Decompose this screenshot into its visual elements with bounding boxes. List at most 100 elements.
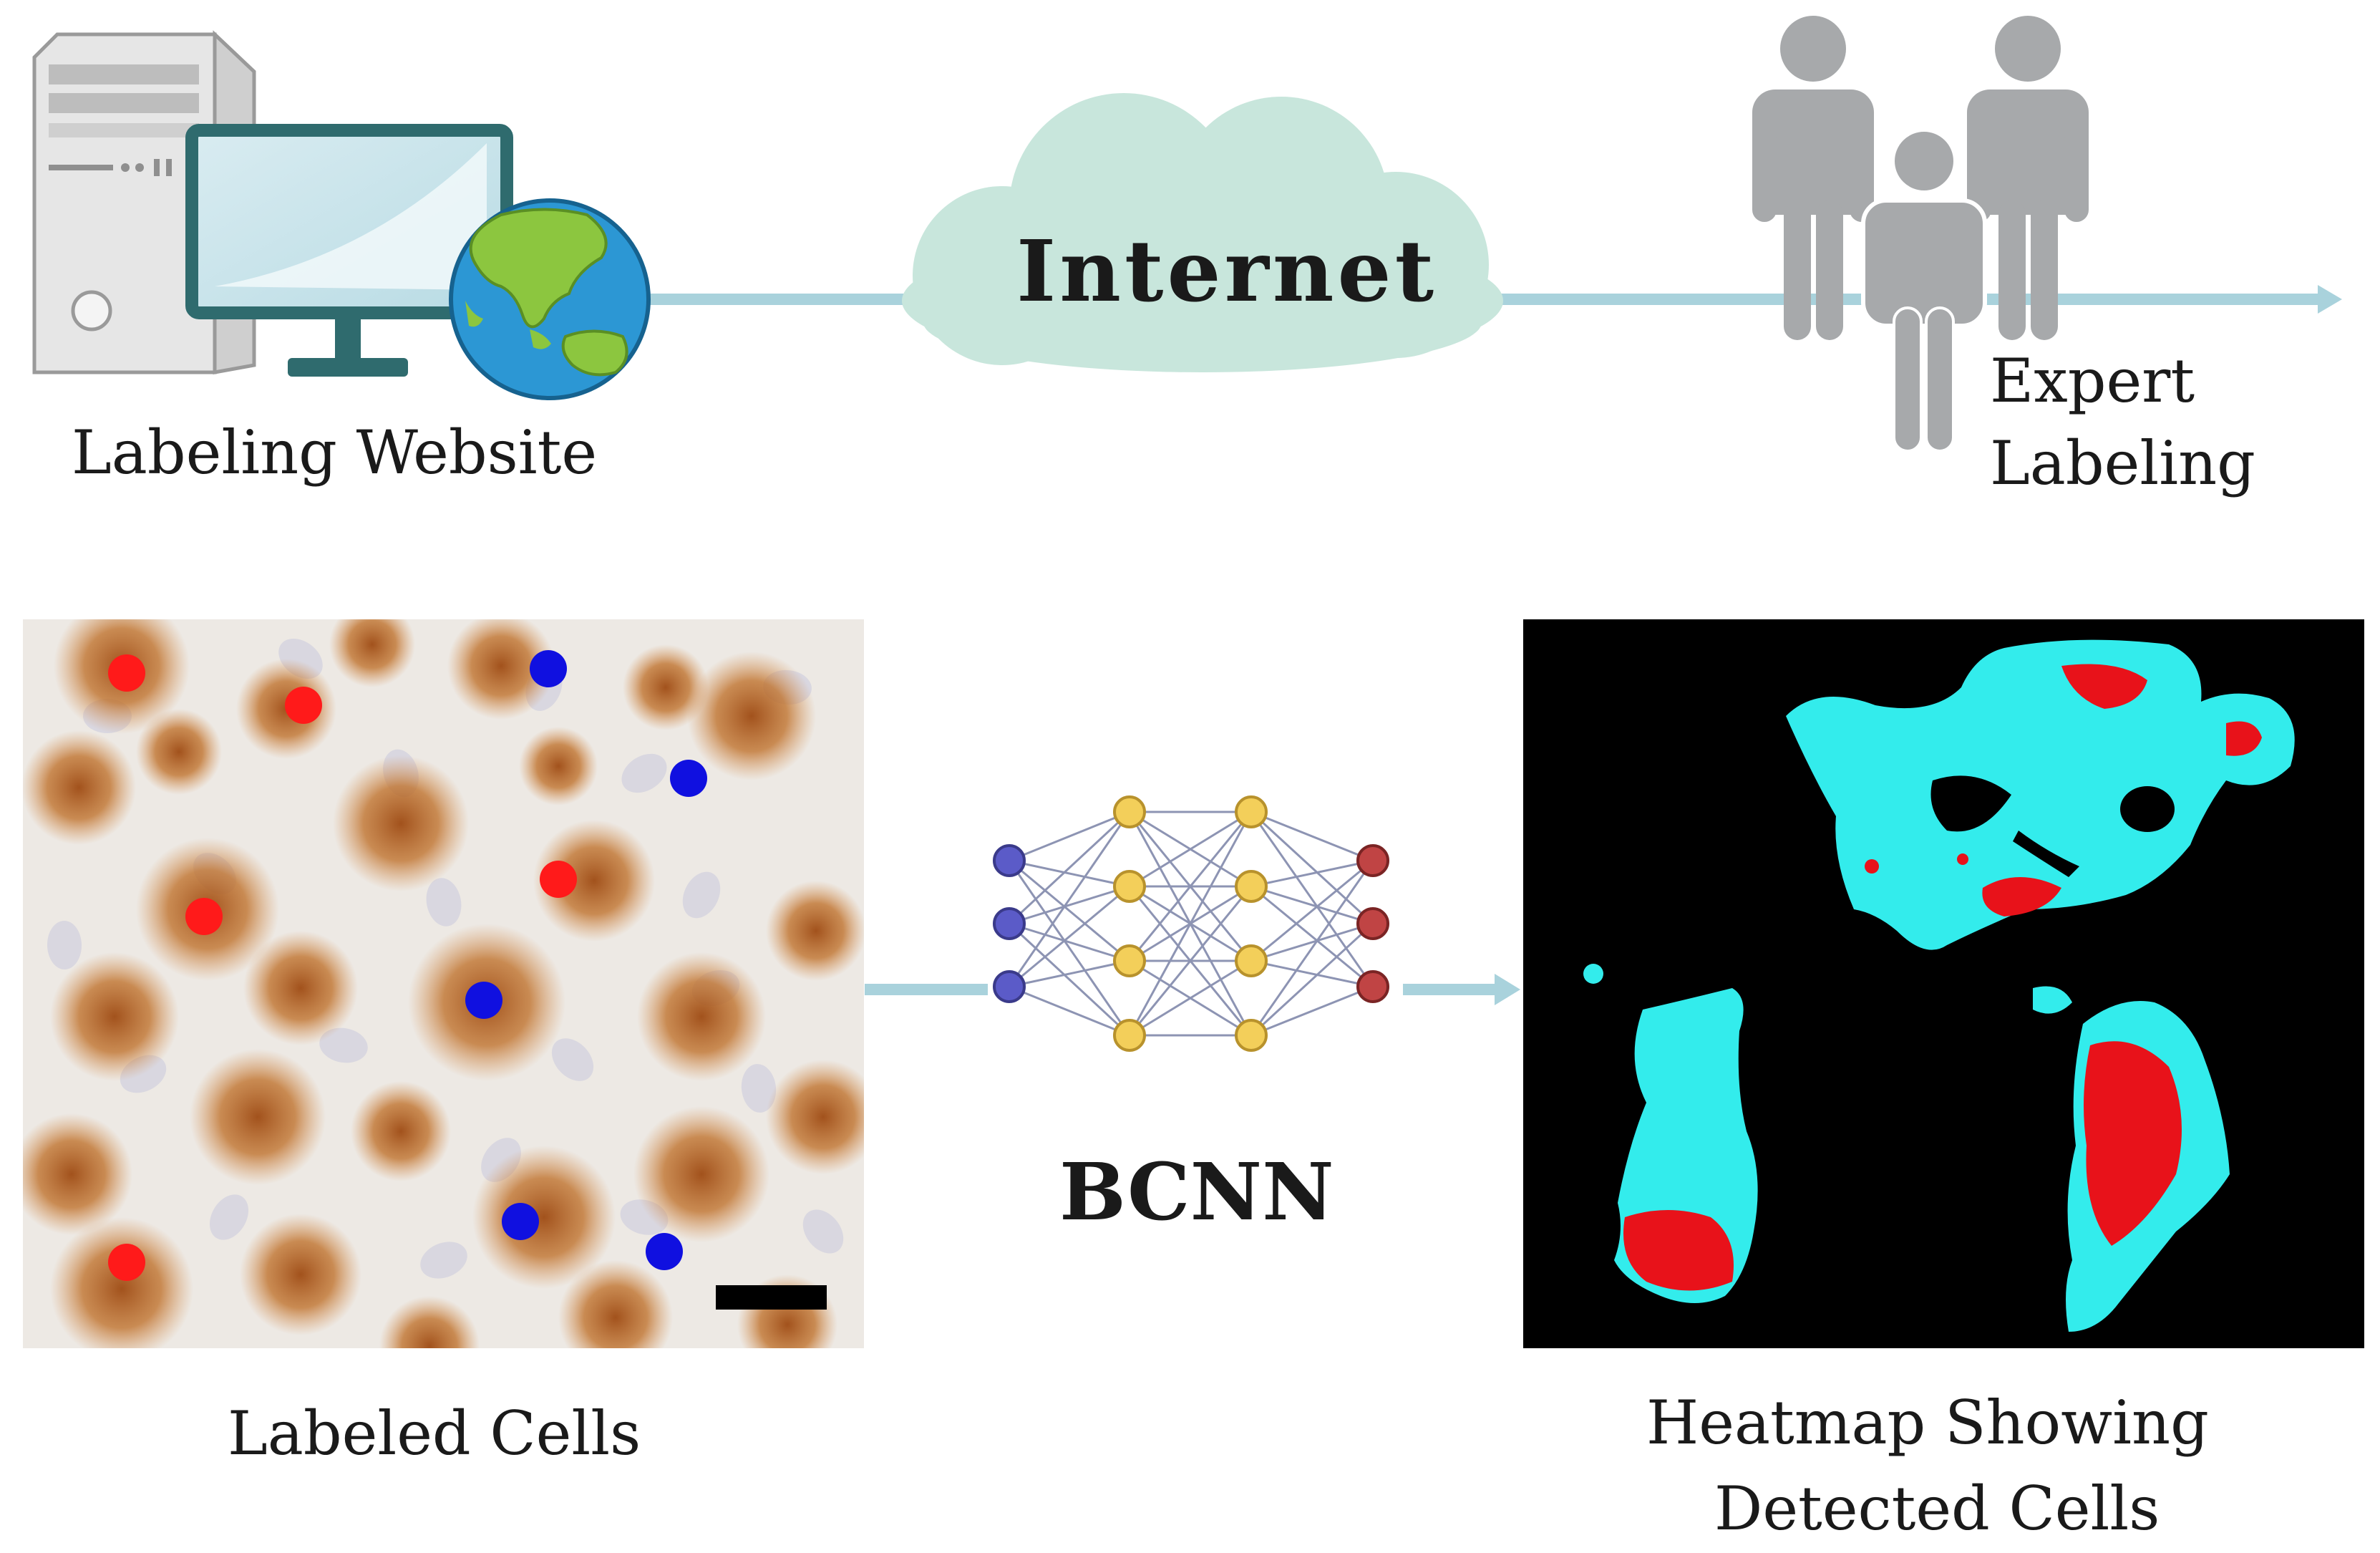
output-node [1356,844,1389,877]
network-edge [1128,886,1253,1036]
output-node [1356,907,1389,940]
network-edge [1128,811,1253,962]
stain-region [533,820,655,942]
hidden-node [1113,870,1146,903]
network-edge [1009,885,1130,988]
hidden-node [1113,944,1146,977]
positive-cell-marker [108,1244,145,1281]
stain-region [766,1060,864,1174]
internet-label: Internet [1016,221,1438,321]
network-edge [1129,959,1252,1037]
negative-cell-marker [502,1203,539,1240]
network-edge [1129,811,1252,888]
stain-region [23,730,136,845]
network-edge [1250,859,1374,888]
network-edge [1250,922,1374,1037]
cell-nucleus [319,1027,368,1063]
tissue-region-top [1786,639,2295,950]
cell-nucleus [209,1194,249,1240]
input-node [993,907,1026,940]
hidden-node [1235,795,1268,828]
network-edge [1009,859,1130,962]
histology-image [23,619,864,1348]
arrowhead-heatmap [1495,974,1520,1005]
stain-region [329,619,415,687]
expert-labeling-label-line1: Expert [1990,346,2195,416]
positive-cell-marker [185,898,223,935]
stain-region [766,881,864,981]
stain-region [351,1081,451,1181]
cell-nucleus [426,878,462,927]
tissue-region-right [2033,986,2230,1332]
stain-region [240,1214,361,1335]
heatmap-image [1523,619,2364,1348]
network-edge [1009,885,1130,925]
network-edge [1009,922,1130,962]
stain-region [23,1113,132,1235]
hidden-node [1235,870,1268,903]
stain-region [633,1106,769,1242]
stain-region [333,755,469,891]
network-edge [1009,859,1130,888]
labeled-cells-label: Labeled Cells [228,1398,641,1469]
negative-cell-marker [465,982,502,1019]
cell-nucleus [741,1064,777,1113]
network-edge [1008,811,1131,925]
negative-cell-marker [670,760,707,797]
positive-cell-marker [285,687,322,724]
network-edge [1008,811,1131,987]
heatmap-label-line2: Detected Cells [1714,1474,2160,1544]
network-edge [1250,959,1374,988]
negative-cell-marker [646,1233,683,1270]
network-edge [1009,959,1130,988]
network-edge [1250,859,1374,962]
network-edge [1009,811,1130,862]
tissue-region-left [1583,964,1758,1303]
stain-region [637,952,766,1081]
stain-region [190,1049,326,1185]
network-edge [1250,811,1374,987]
stain-region [379,1296,480,1348]
network-edge [1250,985,1374,1037]
stain-region [50,952,179,1081]
stain-region [519,727,598,805]
scale-bar [716,1285,827,1310]
cell-nucleus [420,1242,467,1279]
stain-region [623,644,709,730]
labeling-website-label: Labeling Website [72,417,598,488]
output-node [1356,970,1389,1003]
desktop-computer-icon [32,30,513,377]
globe-icon [449,198,651,400]
cell-nucleus [47,921,82,969]
hidden-node [1235,944,1268,977]
stain-region [687,652,816,780]
expert-labeling-label-line2: Labeling [1990,428,2255,498]
stain-region [136,709,222,795]
bcnn-label: BCNN [1059,1146,1334,1238]
negative-cell-marker [530,650,567,687]
hidden-node [1113,795,1146,828]
network-edge [1250,860,1374,1036]
stain-region [50,1217,193,1348]
hidden-node [1113,1019,1146,1052]
stain-region [447,619,555,720]
arrowhead-experts [2318,285,2342,314]
positive-cell-marker [108,654,145,692]
cell-nucleus [551,1038,594,1081]
network-edge [1250,885,1374,988]
stain-region [472,1146,616,1289]
network-edge [1009,985,1130,1037]
heatmap-label-line1: Heatmap Showing [1646,1388,2209,1458]
hidden-node [1235,1019,1268,1052]
cell-nucleus [621,753,667,793]
stain-region [558,1260,673,1348]
positive-cell-marker [540,861,577,898]
network-edge [1250,885,1374,925]
network-edge [1250,811,1374,862]
network-edge [1250,922,1374,962]
cell-nucleus [682,871,721,919]
network-edge [1008,922,1131,1037]
network-edge [1128,811,1253,1036]
neural-network-icon [993,795,1389,1052]
